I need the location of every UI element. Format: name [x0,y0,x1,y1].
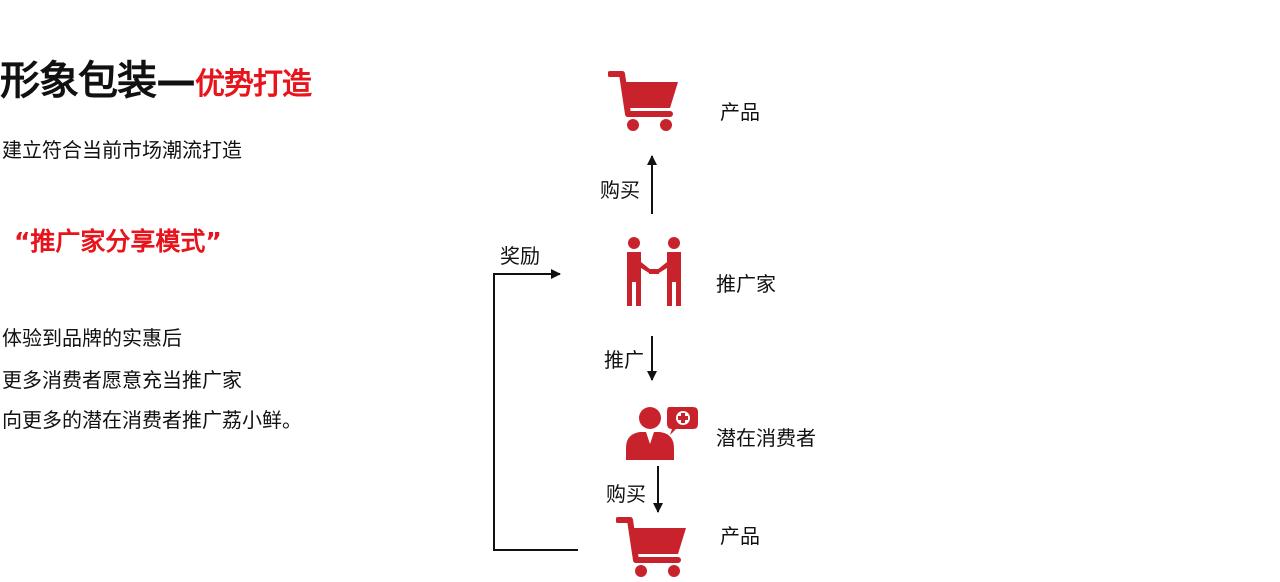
node-label-product-top: 产品 [720,100,760,124]
page-title-main: 形象包装— [0,58,196,104]
node-label-product-bottom: 产品 [720,524,760,548]
node-label-promoter: 推广家 [716,272,776,296]
model-name: “推广家分享模式” [14,227,222,256]
description-line: 体验到品牌的实惠后 [2,326,182,350]
edge-label-buy-down: 购买 [606,482,646,506]
shopping-cart-icon [616,517,686,577]
page-title-highlight: 优势打造 [195,67,312,102]
arrow-reward-loop [493,269,578,551]
handshake-icon [627,237,681,306]
description-line: 更多消费者愿意充当推广家 [2,368,242,392]
edge-label-promote: 推广 [604,348,644,372]
shopping-cart-icon [608,71,678,131]
description-line: 向更多的潜在消费者推广荔小鲜。 [2,408,302,432]
edge-label-reward: 奖励 [500,244,540,268]
subtitle: 建立符合当前市场潮流打造 [2,138,242,162]
consumer-medical-icon [626,407,698,460]
edge-label-buy-up: 购买 [600,178,640,202]
page-title: 形象包装—优势打造 [0,48,312,106]
node-label-consumer: 潜在消费者 [716,426,816,450]
